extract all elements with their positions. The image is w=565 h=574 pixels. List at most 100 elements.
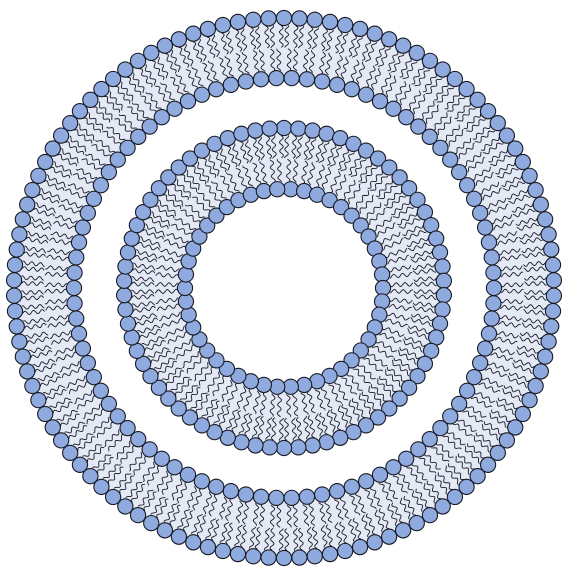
lipid-head (80, 355, 95, 370)
lipid-head (473, 355, 488, 370)
lipid-head (307, 549, 322, 564)
lipid-head (508, 420, 523, 435)
lipid-head (432, 245, 447, 260)
lipid-head (359, 474, 374, 489)
lipid-head (386, 460, 401, 475)
lipid-head (181, 307, 196, 322)
lipid-head (80, 205, 95, 220)
lipid-head (382, 529, 397, 544)
lipid-head (130, 53, 145, 68)
lipid-head (117, 288, 132, 303)
lipid-head (25, 378, 40, 393)
lipid-head (270, 379, 285, 394)
lipid-head (545, 304, 560, 319)
lipid-head (538, 349, 553, 364)
lipid-head (215, 17, 230, 32)
lipid-head (157, 38, 172, 53)
lipid-head (200, 539, 215, 554)
lipid-head (7, 273, 22, 288)
lipid-head (238, 487, 253, 502)
lipid-head (178, 294, 193, 309)
lipid-head (20, 197, 35, 212)
lipid-head (319, 126, 334, 141)
lipid-head (319, 435, 334, 450)
lipid-head (486, 280, 501, 295)
lipid-head (299, 72, 314, 87)
lipid-head (238, 74, 253, 89)
lipid-head (291, 121, 306, 136)
lipid-head (7, 288, 22, 303)
lipid-head (305, 438, 320, 453)
lipid-head (220, 131, 235, 146)
lipid-head (436, 288, 451, 303)
lipid-head (372, 254, 387, 269)
lipid-head (71, 235, 86, 250)
lipid-head (75, 220, 90, 235)
head-layer (7, 10, 562, 565)
lipid-head (533, 197, 548, 212)
lipid-head (45, 141, 60, 156)
lipid-head (515, 154, 530, 169)
lipid-head (230, 546, 245, 561)
lipid-head (200, 21, 215, 36)
lipid-head (545, 257, 560, 272)
lipid-head (372, 94, 387, 109)
lipid-head (467, 370, 482, 385)
lipid-head (75, 341, 90, 356)
lipid-head (144, 516, 159, 531)
lipid-head (460, 383, 475, 398)
lipid-head (374, 294, 389, 309)
lipid-head (422, 508, 437, 523)
lipid-head (352, 21, 367, 36)
lipid-head (45, 420, 60, 435)
lipid-head (322, 14, 337, 29)
lipid-head (117, 273, 132, 288)
lipid-head (352, 539, 367, 554)
lipid-head (284, 71, 299, 86)
lipid-head (478, 220, 493, 235)
lipid-head (291, 440, 306, 455)
lipid-head (101, 396, 116, 411)
lipid-head (478, 341, 493, 356)
lipid-head (486, 296, 501, 311)
lipid-head (484, 250, 499, 265)
lipid-head (292, 550, 307, 565)
lipid-head (299, 489, 314, 504)
lipid-head (253, 489, 268, 504)
lipid-head (66, 280, 81, 295)
lipid-head (12, 227, 27, 242)
lipid-head (359, 87, 374, 102)
lipid-head (234, 126, 249, 141)
lipid-head (157, 523, 172, 538)
lipid-head (223, 77, 238, 92)
lipid-head (246, 549, 261, 564)
lipid-head (297, 377, 312, 392)
lipid-head (276, 550, 291, 565)
lipid-head (31, 393, 46, 408)
lipid-head (31, 168, 46, 183)
lipid-head (7, 304, 22, 319)
lipid-head (522, 168, 537, 183)
lipid-head (409, 516, 424, 531)
lipid-head (20, 364, 35, 379)
lipid-head (178, 267, 193, 282)
inner-vesicle (117, 120, 452, 455)
lipid-head (533, 364, 548, 379)
lipid-head (484, 311, 499, 326)
lipid-head (330, 484, 345, 499)
lipid-head (180, 467, 195, 482)
lipid-head (546, 273, 561, 288)
outer-vesicle (7, 10, 562, 565)
lipid-head (69, 250, 84, 265)
lipid-head (93, 178, 108, 193)
lipid-head (253, 72, 268, 87)
lipid-head (436, 273, 451, 288)
lipid-head (372, 467, 387, 482)
lipid-head (261, 550, 276, 565)
lipid-head (467, 191, 482, 206)
lipid-head (515, 406, 530, 421)
lipid-head (432, 316, 447, 331)
lipid-head (223, 484, 238, 499)
lipid-head (120, 245, 135, 260)
